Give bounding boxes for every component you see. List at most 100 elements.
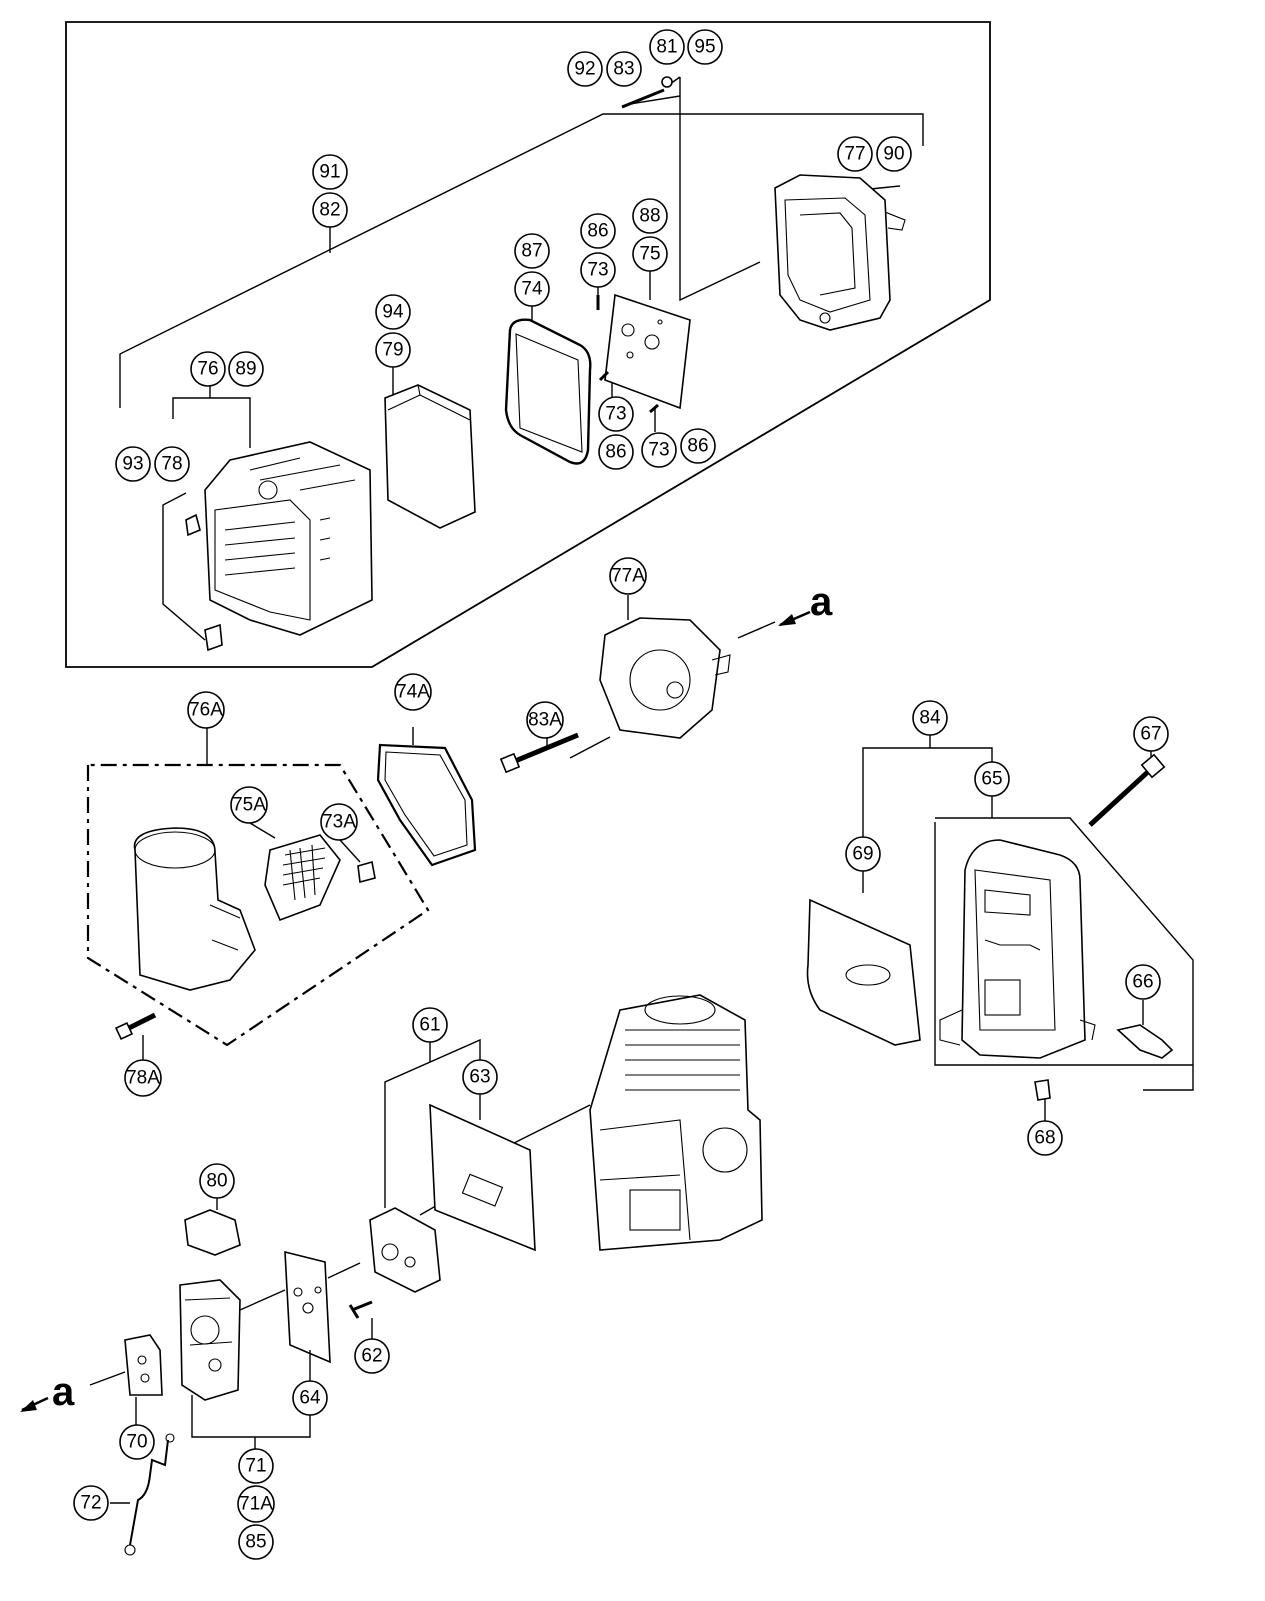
direction-arrow-left: [20, 1396, 49, 1412]
svg-text:73A: 73A: [322, 812, 356, 833]
air-cleaner-assembly-frame: [65, 21, 991, 668]
svg-text:63: 63: [469, 1067, 490, 1088]
insulator-part: [369, 1207, 441, 1293]
carburetor-part: [179, 1279, 286, 1401]
choke-80-part: [184, 1197, 241, 1256]
svg-text:64: 64: [299, 1388, 321, 1409]
callout-76a: 76A: [187, 691, 225, 729]
air-cleaner-case-part: [774, 174, 906, 331]
callout-86: 86: [580, 213, 616, 249]
svg-text:89: 89: [235, 359, 256, 380]
svg-text:93: 93: [122, 454, 143, 475]
callout-95: 95: [687, 29, 723, 65]
svg-text:92: 92: [574, 59, 595, 80]
direction-marker-a-left: a: [52, 1370, 75, 1414]
callout-70: 70: [119, 1424, 155, 1460]
callout-73-b: 73: [598, 396, 634, 432]
svg-text:74A: 74A: [396, 682, 430, 703]
gasket-63-part: [429, 1103, 536, 1252]
callout-71: 71: [238, 1448, 274, 1484]
svg-text:82: 82: [319, 200, 340, 221]
svg-text:65: 65: [981, 769, 1002, 790]
svg-text:84: 84: [919, 708, 941, 729]
callout-72: 72: [73, 1485, 109, 1521]
svg-text:87: 87: [521, 241, 542, 262]
starter-77a-part: [569, 595, 776, 759]
svg-text:73: 73: [648, 440, 669, 461]
cleaner-cover-part: [204, 441, 373, 636]
svg-text:69: 69: [852, 844, 873, 865]
svg-text:78: 78: [161, 454, 182, 475]
callout-77: 77: [837, 136, 873, 172]
callout-69: 69: [845, 836, 881, 872]
callout-79: 79: [375, 332, 411, 368]
bolt-62-part: [348, 1300, 373, 1340]
callout-83a: 83A: [526, 701, 564, 739]
svg-text:73: 73: [605, 404, 626, 425]
svg-text:68: 68: [1034, 1128, 1055, 1149]
callout-94: 94: [375, 294, 411, 330]
callout-75: 75: [632, 236, 668, 272]
svg-text:71: 71: [245, 1456, 266, 1477]
svg-text:76A: 76A: [189, 700, 223, 721]
callout-80: 80: [199, 1163, 235, 1199]
callout-77a: 77A: [609, 557, 647, 595]
callout-64: 64: [292, 1380, 328, 1416]
engine-part: [589, 994, 763, 1251]
air-cleaner-body-part: [133, 827, 256, 991]
svg-text:90: 90: [883, 144, 904, 165]
callout-62: 62: [354, 1338, 390, 1374]
direction-arrow-right: [778, 610, 811, 627]
bolt-83-part: [621, 76, 673, 109]
callout-71a: 71A: [237, 1485, 275, 1523]
callout-78a: 78A: [124, 1059, 162, 1097]
knob-78-part: [185, 513, 223, 652]
callout-73: 73: [580, 252, 616, 288]
bolt-83a-part: [499, 732, 579, 774]
callout-73a: 73A: [320, 803, 358, 841]
svg-text:77A: 77A: [611, 566, 645, 587]
callout-85: 85: [238, 1524, 274, 1560]
svg-text:73: 73: [587, 260, 608, 281]
air-cleaner-76a-frame: [86, 728, 430, 1047]
svg-text:75A: 75A: [232, 795, 266, 816]
muffler-part: [939, 839, 1096, 1059]
element-79-part: [384, 384, 476, 529]
callout-91: 91: [312, 154, 348, 190]
callout-73-c: 73: [641, 432, 677, 468]
gasket-69-part: [806, 898, 921, 1046]
svg-text:71A: 71A: [239, 1494, 273, 1515]
svg-text:62: 62: [361, 1346, 382, 1367]
callout-68: 68: [1027, 1120, 1063, 1156]
callout-89: 89: [228, 351, 264, 387]
callout-74a: 74A: [394, 673, 432, 711]
svg-text:88: 88: [639, 206, 660, 227]
gasket-64-part: [284, 1250, 361, 1385]
callout-66: 66: [1125, 964, 1161, 1000]
svg-text:70: 70: [126, 1432, 147, 1453]
svg-text:79: 79: [382, 340, 403, 361]
callout-90: 90: [876, 136, 912, 172]
svg-text:91: 91: [319, 162, 340, 183]
callout-82: 82: [312, 192, 348, 228]
svg-text:86: 86: [687, 436, 708, 457]
callout-74: 74: [514, 271, 550, 307]
svg-text:85: 85: [245, 1532, 266, 1553]
svg-text:76: 76: [197, 359, 218, 380]
callout-86-b: 86: [598, 434, 634, 470]
svg-text:78A: 78A: [126, 1068, 160, 1089]
callout-61: 61: [412, 1007, 448, 1043]
wire-72-part: [110, 1395, 311, 1556]
gasket-74a-part: [376, 727, 477, 867]
callout-67: 67: [1133, 716, 1169, 752]
callout-88: 88: [632, 198, 668, 234]
svg-text:75: 75: [639, 244, 660, 265]
svg-text:86: 86: [605, 442, 626, 463]
svg-text:81: 81: [656, 37, 677, 58]
svg-text:61: 61: [419, 1015, 440, 1036]
callout-63: 63: [462, 1059, 498, 1095]
svg-text:83A: 83A: [528, 710, 562, 731]
svg-text:95: 95: [694, 37, 715, 58]
svg-text:80: 80: [206, 1171, 227, 1192]
